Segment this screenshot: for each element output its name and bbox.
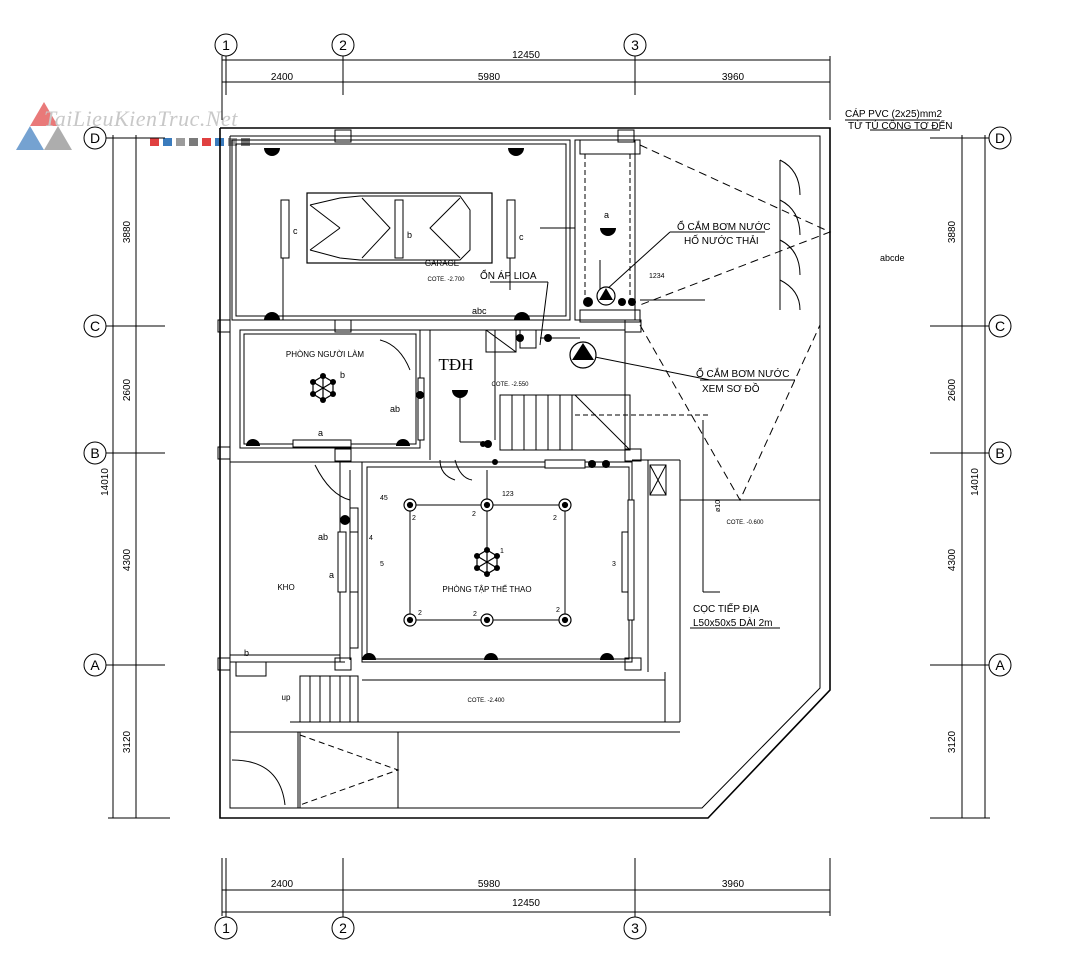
label-a-garage: a <box>604 210 609 220</box>
dim-row-1-right: 3880 <box>947 220 958 243</box>
dim-total-top: 12450 <box>512 50 540 61</box>
label-abc: abc <box>472 306 487 316</box>
label-2b: 2 <box>472 511 476 518</box>
label-3: 3 <box>612 561 616 568</box>
label-123: 123 <box>502 491 514 498</box>
dim-row-2-left: 2600 <box>122 378 133 401</box>
label-b-nguoi: b <box>340 370 345 380</box>
axis-label-2-bottom: 2 <box>339 920 347 936</box>
label-a-kho: a <box>329 570 334 580</box>
dim-row-2-right: 2600 <box>947 378 958 401</box>
dim-row-4-left: 3120 <box>122 730 133 753</box>
axis-label-A-left: A <box>90 657 100 673</box>
room-tap-the-thao: PHÒNG TẬP THỂ THAO <box>442 585 531 594</box>
dim-span-1-top: 2400 <box>271 72 294 83</box>
label-ab-1: ab <box>390 404 400 414</box>
axis-label-B-left: B <box>90 445 99 461</box>
label-c-garage-1: c <box>293 226 298 236</box>
label-1234: 1234 <box>649 273 665 280</box>
note-cable-2: TỪ TỦ CÔNG TƠ ĐẾN <box>848 119 953 132</box>
dim-span-3-top: 3960 <box>722 72 745 83</box>
note-cable-1: CÁP PVC (2x25)mm2 <box>845 107 943 120</box>
label-ab-2: ab <box>318 532 328 542</box>
label-b-kho: b <box>244 648 249 658</box>
axis-label-C-left: C <box>90 318 100 334</box>
note-phi: ø10 <box>715 500 722 512</box>
label-2c: 2 <box>553 515 557 522</box>
outer-wall <box>219 127 831 819</box>
dim-total-left: 14010 <box>100 468 111 496</box>
axis-label-D-right: D <box>995 130 1005 146</box>
room-kho: KHO <box>277 583 294 592</box>
label-2f: 2 <box>556 607 560 614</box>
label-4: 4 <box>369 535 373 542</box>
level-garage: COTE. -2.700 <box>427 277 465 283</box>
note-pump-thai-1: Ổ CẮM BƠM NƯỚC <box>677 220 770 233</box>
axis-label-2-top: 2 <box>339 37 347 53</box>
label-5: 5 <box>380 561 384 568</box>
axis-label-1-top: 1 <box>222 37 230 53</box>
level-yard: COTE. -0.600 <box>726 520 764 526</box>
note-coc-1: CỌC TIẾP ĐỊA <box>693 602 760 615</box>
label-2a: 2 <box>412 515 416 522</box>
dim-span-2-top: 5980 <box>478 72 501 83</box>
label-abcde: abcde <box>880 253 905 263</box>
label-45: 45 <box>380 495 388 502</box>
dim-row-1-left: 3880 <box>122 220 133 243</box>
label-2d: 2 <box>418 610 422 617</box>
label-b-garage: b <box>407 230 412 240</box>
axis-label-1-bottom: 1 <box>222 920 230 936</box>
dim-span-1-bottom: 2400 <box>271 879 294 890</box>
note-pump-2-1: Ổ CẮM BƠM NƯỚC <box>696 367 789 380</box>
axis-label-B-right: B <box>995 445 1004 461</box>
axis-label-C-right: C <box>995 318 1005 334</box>
dim-total-right: 14010 <box>970 468 981 496</box>
dim-span-2-bottom: 5980 <box>478 879 501 890</box>
watermark-logo <box>14 100 264 160</box>
room-garage: GARAGE <box>425 259 459 268</box>
dim-row-3-left: 4300 <box>122 548 133 571</box>
axis-label-3-top: 3 <box>631 37 639 53</box>
room-tdh: TĐH <box>439 355 474 374</box>
room-nguoi-lam: PHÒNG NGƯỜI LÀM <box>286 350 364 359</box>
label-2e: 2 <box>473 611 477 618</box>
axis-label-D-left: D <box>90 130 100 146</box>
level-bottom: COTE. -2.400 <box>467 698 505 704</box>
dim-row-3-right: 4300 <box>947 548 958 571</box>
axis-label-3-bottom: 3 <box>631 920 639 936</box>
note-pump-2-2: XEM SƠ ĐỒ <box>702 382 760 395</box>
label-c-garage-2: c <box>519 232 524 242</box>
dim-total-bottom: 12450 <box>512 898 540 909</box>
label-up: up <box>282 693 291 702</box>
note-pump-thai-2: HỐ NƯỚC THẢI <box>684 233 759 247</box>
axis-label-A-right: A <box>995 657 1005 673</box>
note-coc-2: L50x50x5 DÀI 2m <box>693 616 773 629</box>
label-a-nguoi: a <box>318 428 323 438</box>
watermark-text: TaiLieuKienTruc.Net <box>44 106 238 131</box>
label-1: 1 <box>500 548 504 555</box>
car-outline <box>306 192 493 264</box>
level-hall: COTE. -2.550 <box>491 382 529 388</box>
dim-row-4-right: 3120 <box>947 730 958 753</box>
dim-span-3-bottom: 3960 <box>722 879 745 890</box>
note-on-ap: ỔN ÁP LIOA <box>480 269 537 282</box>
